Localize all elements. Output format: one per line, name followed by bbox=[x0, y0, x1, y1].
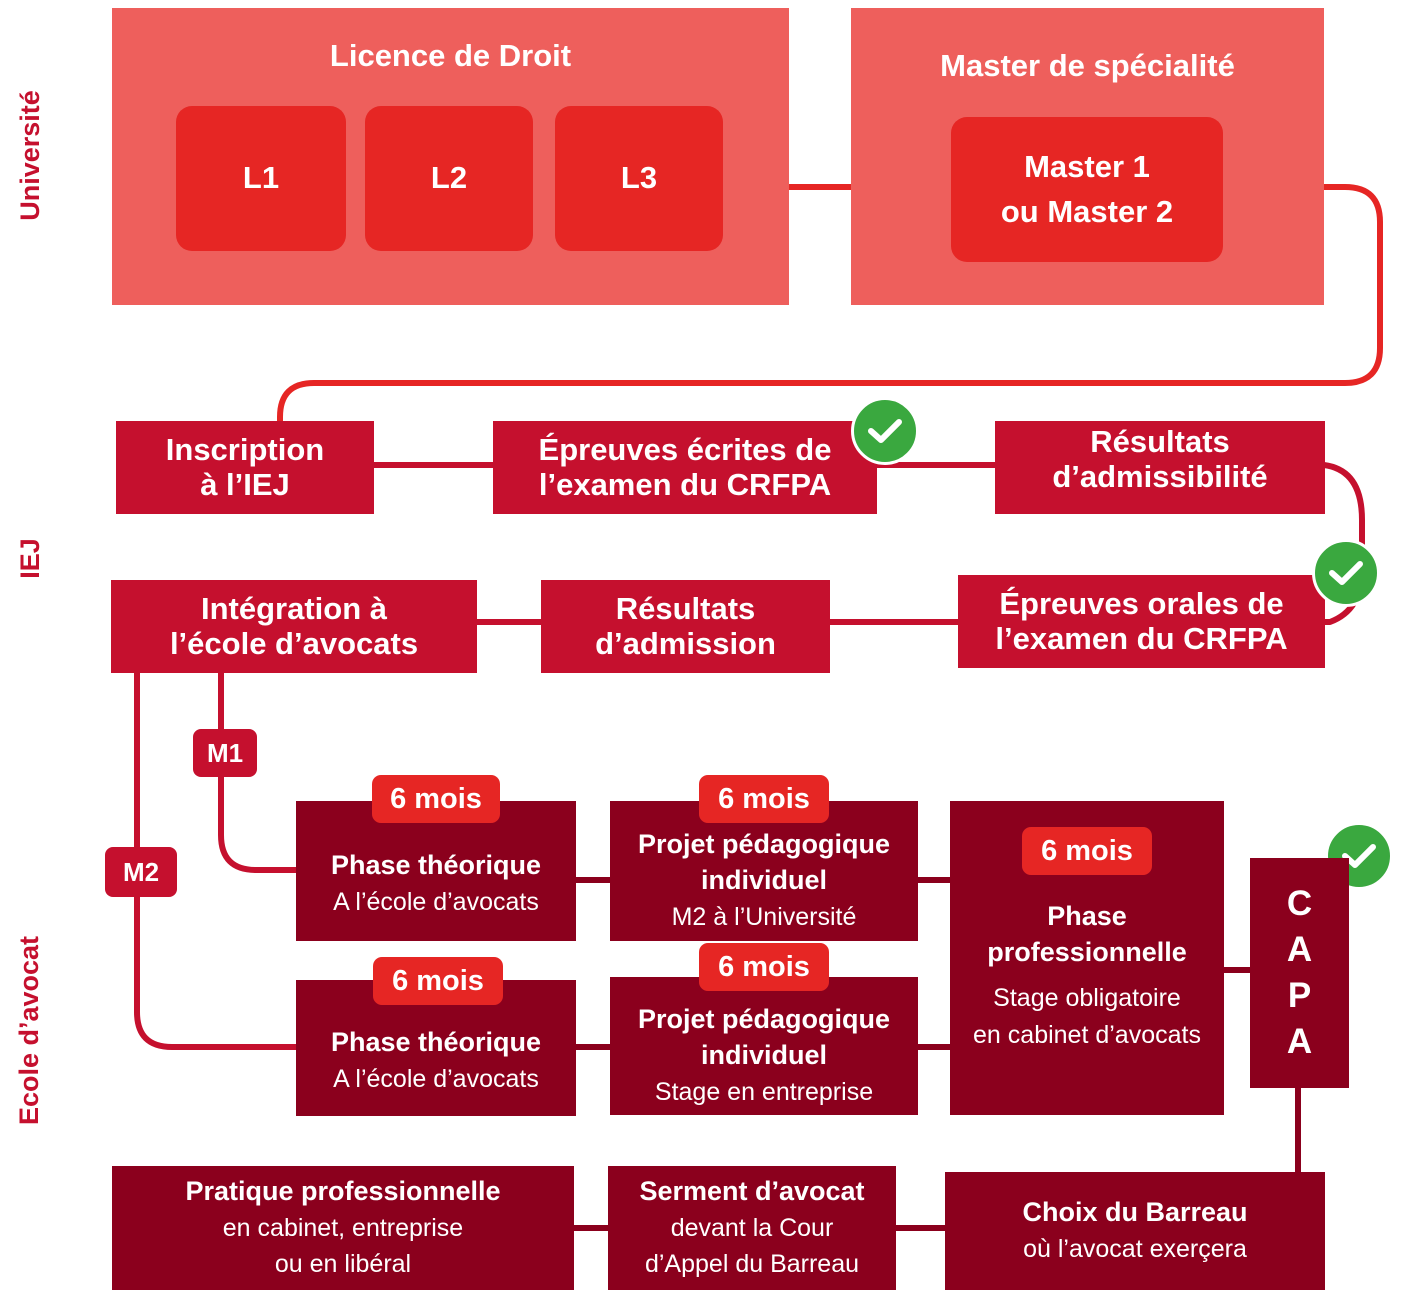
m1-projet-duration: 6 mois bbox=[699, 775, 829, 823]
phase-pro-sub2: en cabinet d’avocats bbox=[973, 1020, 1201, 1049]
year-l2: L2 bbox=[365, 106, 533, 251]
m1-tag: M1 bbox=[193, 729, 257, 777]
ecrites-line1: Épreuves écrites de bbox=[538, 431, 832, 467]
capa-letter-c: C bbox=[1286, 883, 1313, 923]
year-l1: L1 bbox=[176, 106, 346, 251]
integration-line1: Intégration à bbox=[200, 590, 387, 626]
phase-pro-duration: 6 mois bbox=[1022, 827, 1152, 875]
pratique-box: Pratique professionnelle en cabinet, ent… bbox=[112, 1166, 574, 1290]
m2-phase-theorique-box: Phase théorique A l’école d’avocats bbox=[296, 980, 576, 1116]
master-box: Master 1 ou Master 2 bbox=[951, 117, 1223, 262]
year-l2-label: L2 bbox=[430, 160, 468, 196]
phase-pro-line2: professionnelle bbox=[987, 936, 1187, 967]
orales-line2: l’examen du CRFPA bbox=[995, 620, 1288, 656]
resultats-admission-line1: Résultats bbox=[615, 590, 756, 626]
year-l3-label: L3 bbox=[620, 160, 658, 196]
m2-projet-line1: Projet pédagogique bbox=[637, 1004, 891, 1035]
m2-projet-box: Projet pédagogique individuel Stage en e… bbox=[610, 977, 918, 1115]
m1-projet-line2: individuel bbox=[700, 864, 827, 895]
serment-box: Serment d’avocat devant la Cour d’Appel … bbox=[608, 1166, 896, 1290]
m1-projet-sub: M2 à l’Université bbox=[671, 902, 857, 931]
master-line1: Master 1 bbox=[1024, 148, 1150, 184]
m1-phase-theorique-sub: A l’école d’avocats bbox=[333, 887, 539, 916]
master-title: Master de spécialité bbox=[940, 48, 1235, 83]
pratique-sub1: en cabinet, entreprise bbox=[222, 1213, 464, 1242]
m2-theorique-duration: 6 mois bbox=[373, 957, 503, 1005]
capa-letter-a1: A bbox=[1286, 929, 1313, 969]
orales-box: Épreuves orales de l’examen du CRFPA bbox=[958, 575, 1325, 668]
m2-tag: M2 bbox=[105, 847, 177, 897]
ecrites-line2: l’examen du CRFPA bbox=[538, 466, 832, 502]
licence-title: Licence de Droit bbox=[329, 38, 572, 73]
capa-letter-a2: A bbox=[1286, 1022, 1313, 1062]
resultats-admission-line2: d’admission bbox=[595, 625, 776, 661]
check-capa-icon bbox=[1325, 822, 1393, 890]
resultats-admissibilite-line2: d’admissibilité bbox=[1052, 458, 1268, 494]
m1-phase-theorique-box: Phase théorique A l’école d’avocats bbox=[296, 801, 576, 941]
master-line2: ou Master 2 bbox=[1000, 193, 1174, 229]
integration-box: Intégration à l’école d’avocats bbox=[111, 580, 477, 673]
year-l1-label: L1 bbox=[242, 160, 280, 196]
pratique-sub2: ou en libéral bbox=[274, 1249, 412, 1278]
m2-phase-theorique-title: Phase théorique bbox=[330, 1027, 542, 1058]
orales-line1: Épreuves orales de bbox=[999, 585, 1284, 621]
ecrites-box: Épreuves écrites de l’examen du CRFPA bbox=[493, 421, 877, 514]
m1-projet-line1: Projet pédagogique bbox=[637, 829, 891, 860]
m2-projet-line2: individuel bbox=[700, 1039, 827, 1070]
pratique-title: Pratique professionnelle bbox=[185, 1175, 501, 1206]
choix-title: Choix du Barreau bbox=[1022, 1197, 1248, 1228]
m2-phase-theorique-sub: A l’école d’avocats bbox=[333, 1064, 539, 1093]
choix-sub: où l’avocat exerçera bbox=[1023, 1234, 1247, 1263]
integration-line2: l’école d’avocats bbox=[169, 625, 419, 661]
inscription-box: Inscription à l’IEJ bbox=[116, 421, 374, 514]
phase-pro-line1: Phase bbox=[1047, 901, 1127, 931]
year-l3: L3 bbox=[555, 106, 723, 251]
resultats-admissibilite-box: Résultats d’admissibilité bbox=[995, 421, 1325, 514]
line-integration-m1 bbox=[218, 672, 296, 873]
inscription-line1: Inscription bbox=[165, 431, 325, 467]
serment-sub2: d’Appel du Barreau bbox=[644, 1249, 860, 1278]
line-integration-m2 bbox=[134, 672, 296, 1050]
phase-pro-sub1: Stage obligatoire bbox=[993, 984, 1181, 1013]
capa-letter-p: P bbox=[1287, 976, 1312, 1015]
serment-title: Serment d’avocat bbox=[639, 1175, 865, 1206]
resultats-admissibilite-line1: Résultats bbox=[1090, 424, 1230, 459]
inscription-line2: à l’IEJ bbox=[200, 466, 290, 502]
capa-box: C A P A bbox=[1250, 858, 1349, 1088]
serment-sub1: devant la Cour bbox=[670, 1213, 834, 1242]
m1-projet-box: Projet pédagogique individuel M2 à l’Uni… bbox=[610, 801, 918, 941]
choix-box: Choix du Barreau où l’avocat exerçera bbox=[945, 1172, 1325, 1290]
resultats-admission-box: Résultats d’admission bbox=[541, 580, 830, 673]
line-master-to-iej bbox=[277, 184, 1383, 423]
m2-projet-duration: 6 mois bbox=[699, 943, 829, 991]
m2-projet-sub: Stage en entreprise bbox=[654, 1077, 874, 1106]
m1-theorique-duration: 6 mois bbox=[372, 775, 500, 823]
check-orales-icon bbox=[1312, 539, 1380, 607]
m1-phase-theorique-title: Phase théorique bbox=[330, 850, 542, 881]
check-ecrites-icon bbox=[851, 397, 919, 465]
